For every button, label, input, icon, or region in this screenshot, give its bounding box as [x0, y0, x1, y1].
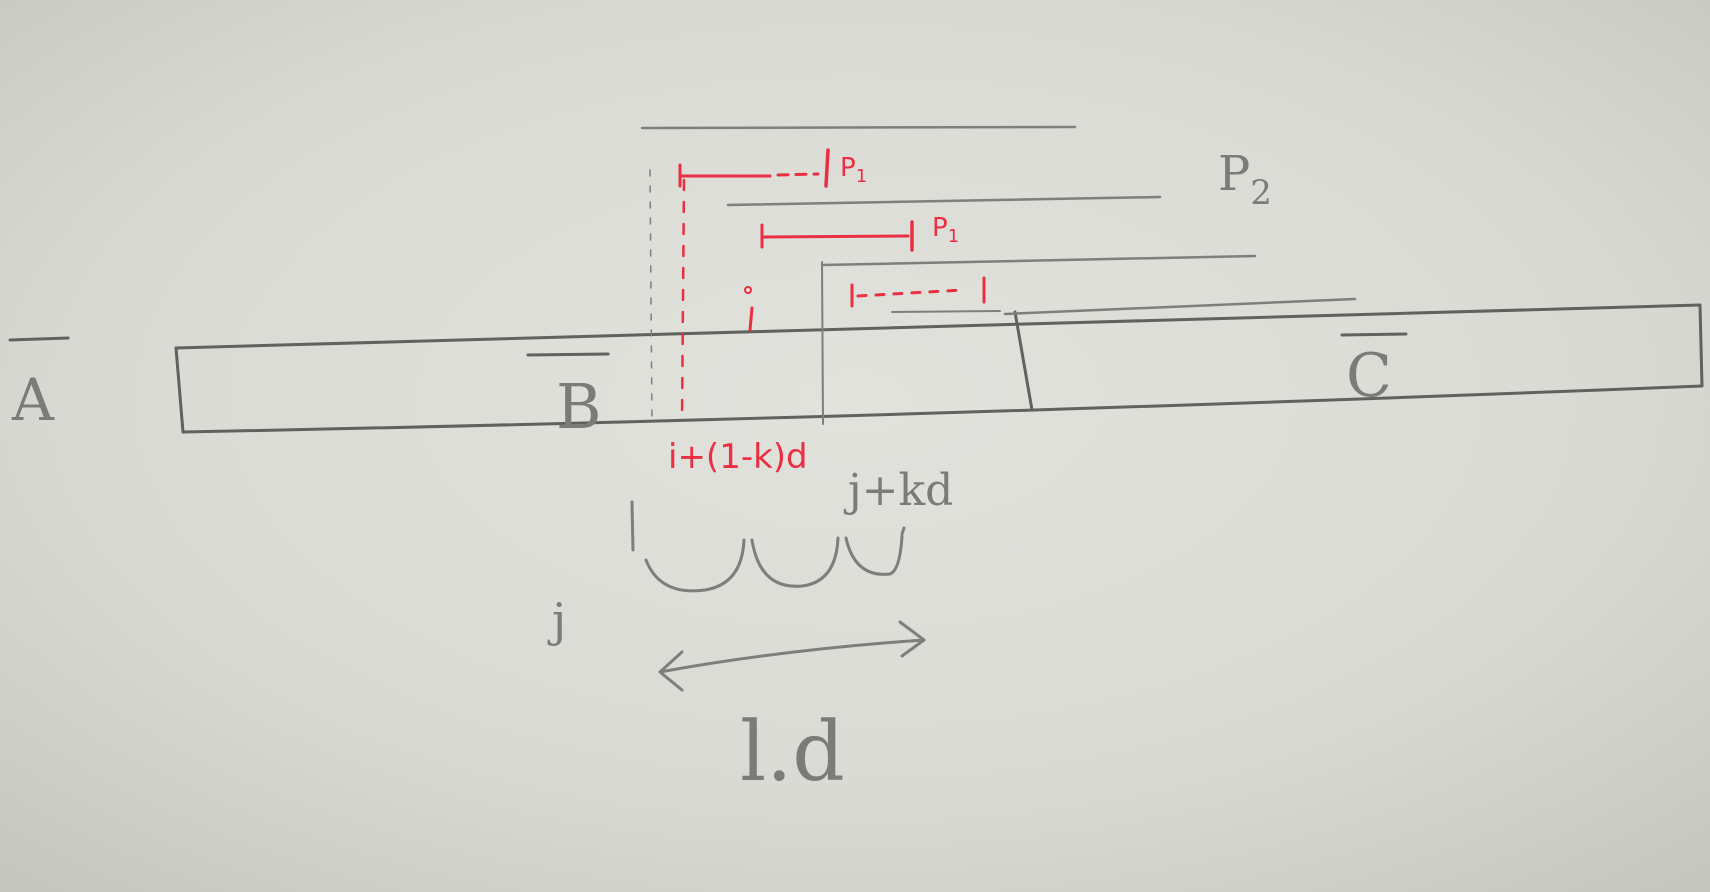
label-b-group: B — [526, 352, 610, 443]
length-arrow — [658, 620, 926, 692]
label-p1-first: P1 — [840, 153, 867, 187]
red-i-marker — [680, 178, 754, 422]
label-p1-second: P1 — [932, 213, 959, 247]
brace-group: j — [547, 500, 906, 647]
label-p1-first-sub: 1 — [856, 166, 867, 187]
label-b: B — [556, 370, 602, 443]
p1-segment-second: P1 — [760, 213, 959, 252]
label-p1-second-sub: 1 — [948, 226, 959, 247]
grey-index-label: j+kd — [843, 465, 953, 516]
label-a: A — [11, 366, 55, 434]
label-j: j — [547, 593, 566, 647]
array-bar — [174, 169, 1704, 434]
length-label: l.d — [740, 705, 845, 800]
red-i-dot — [744, 286, 752, 294]
label-c-group: C — [1340, 332, 1408, 411]
label-p2-sub: 2 — [1250, 173, 1272, 213]
p1-segment-third — [850, 276, 986, 308]
red-index-label: i+(1-k)d — [668, 437, 808, 477]
p1-segment-first: P1 — [678, 148, 867, 188]
p2-lines — [640, 125, 1357, 316]
label-c: C — [1346, 341, 1392, 411]
label-p2: P2 — [1218, 146, 1272, 213]
label-a-group: A — [8, 336, 70, 434]
